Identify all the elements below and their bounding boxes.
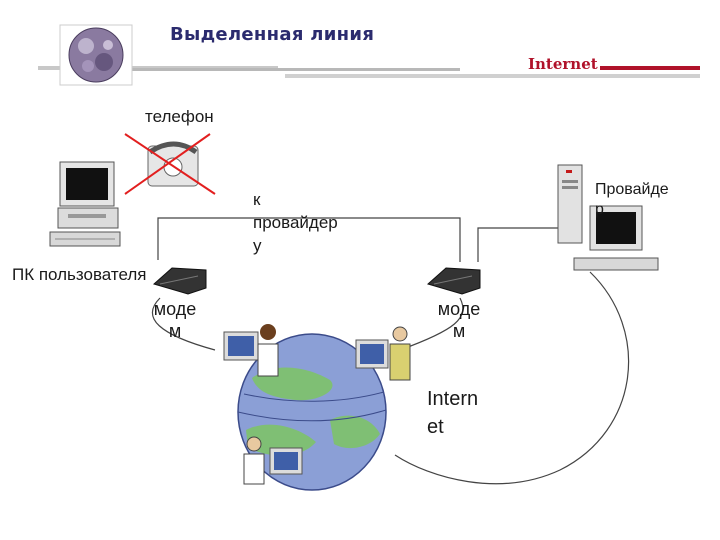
desktop-computer-icon bbox=[49, 161, 121, 247]
server-computer-icon bbox=[557, 164, 659, 271]
internet-label: Intern et bbox=[427, 388, 479, 438]
globe-icon bbox=[59, 24, 133, 86]
provider-label: Провайде р bbox=[595, 181, 669, 218]
header-bars bbox=[38, 66, 700, 78]
phone-label: телефон bbox=[145, 107, 214, 126]
globe-with-users-icon bbox=[223, 324, 411, 491]
modem-right-label: моде м bbox=[437, 299, 481, 341]
user-pc-label: ПК пользователя bbox=[12, 265, 147, 284]
user-workstation bbox=[223, 324, 279, 377]
modem-icon bbox=[424, 266, 484, 295]
connection-lines bbox=[151, 217, 630, 485]
user-workstation bbox=[355, 326, 411, 381]
internet-brand-label: Internet bbox=[528, 55, 598, 73]
modem-icon bbox=[150, 266, 210, 295]
crossed-out-telephone-icon bbox=[124, 133, 216, 195]
user-workstation bbox=[243, 436, 303, 485]
to-provider-label: к провайдер у bbox=[253, 190, 338, 255]
modem-left-label: моде м bbox=[153, 299, 197, 341]
slide-title: Выделенная линия bbox=[170, 24, 375, 45]
